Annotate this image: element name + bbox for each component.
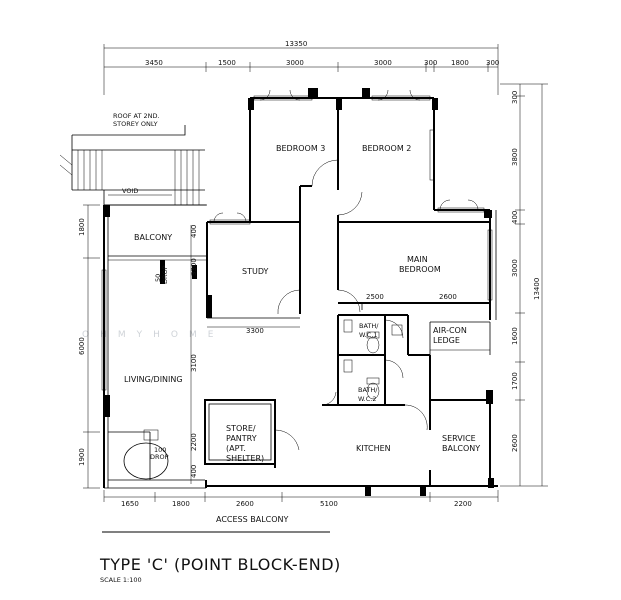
dim-top-5: 300 (424, 59, 437, 67)
roof-label-1: ROOF AT 2ND. (113, 112, 160, 120)
room-store-line1: STORE/ (226, 424, 256, 433)
dim-top-7: 300 (486, 59, 499, 67)
room-bath2-line2: W.C.2 (358, 395, 377, 403)
inner-dimensions: 400 3300 3100 2200 400 3300 2500 2600 50… (150, 225, 457, 484)
dim-right-3: 400 (511, 211, 519, 224)
room-service-line2: BALCONY (442, 444, 480, 453)
drop-label-d: DROP (150, 453, 169, 461)
windows (101, 95, 493, 391)
dim-left-1: 1800 (78, 218, 86, 236)
dim-main-bed-b: 2600 (439, 293, 457, 301)
room-store-line4: SHELTER) (226, 454, 264, 463)
roof-label-2: STOREY ONLY (113, 120, 158, 128)
dim-study-height: 3300 (190, 258, 198, 276)
dim-top-2: 1500 (218, 59, 236, 67)
drop-label-c: 100 (154, 446, 166, 454)
void-label: VOID (122, 187, 138, 195)
dim-bottom-left: 400 (190, 465, 198, 478)
room-service-line1: SERVICE (442, 434, 476, 443)
dim-right-7: 2600 (511, 434, 519, 452)
dim-overall-width: 13350 (285, 40, 307, 48)
room-kitchen: KITCHEN (356, 444, 391, 453)
left-dimensions: 1800 6000 1900 (78, 204, 100, 489)
dim-top-3: 3000 (286, 59, 304, 67)
dim-top-1: 3450 (145, 59, 163, 67)
dim-top-4: 3000 (374, 59, 392, 67)
room-balcony: BALCONY (134, 233, 172, 242)
roof-void-area: ROOF AT 2ND. STOREY ONLY VOID (59, 112, 206, 206)
doors (213, 89, 479, 451)
dim-overall-depth: 13400 (533, 278, 541, 300)
dim-living-height: 3100 (190, 354, 198, 372)
room-bath1-line1: BATH/ (359, 322, 379, 330)
dim-right-5: 1600 (511, 327, 519, 345)
plan-scale: SCALE 1:100 (100, 576, 142, 584)
walls (103, 88, 498, 496)
dim-top-6: 1800 (451, 59, 469, 67)
right-dimensions: 300 3800 400 3000 1600 1700 2600 13400 (500, 83, 548, 487)
top-dimensions: 13350 3450 1500 3000 3000 300 1800 300 (103, 40, 499, 95)
dim-left-2: 6000 (78, 337, 86, 355)
dim-bottom-2: 1800 (172, 500, 190, 508)
dim-right-6: 1700 (511, 372, 519, 390)
room-bath2-line1: BATH/ (358, 386, 378, 394)
dim-bottom-3: 2600 (236, 500, 254, 508)
drop-label-b: DROP (161, 265, 169, 284)
dim-left-3: 1900 (78, 448, 86, 466)
room-aircon-line2: LEDGE (433, 336, 460, 345)
room-store-line2: PANTRY (226, 434, 257, 443)
dim-right-2: 3800 (511, 148, 519, 166)
drop-label-a: 50 (154, 274, 162, 282)
room-store-line3: (APT. (226, 444, 246, 453)
dim-bottom-4: 5100 (320, 500, 338, 508)
room-study: STUDY (242, 267, 269, 276)
plan-title: TYPE 'C' (POINT BLOCK-END) (99, 555, 341, 574)
fixtures (123, 319, 403, 480)
room-access-balcony: ACCESS BALCONY (216, 515, 289, 524)
dim-study-width: 3300 (246, 327, 264, 335)
dim-right-1: 300 (511, 91, 519, 104)
room-bedroom-3: BEDROOM 3 (276, 144, 325, 153)
dim-main-bed-a: 2500 (366, 293, 384, 301)
dim-right-4: 3000 (511, 259, 519, 277)
dim-bottom-5: 2200 (454, 500, 472, 508)
dim-bottom-1: 1650 (121, 500, 139, 508)
dim-study-left: 400 (190, 225, 198, 238)
room-main-bedroom-line2: BEDROOM (399, 265, 441, 274)
room-bedroom-2: BEDROOM 2 (362, 144, 411, 153)
bottom-dimensions: 1650 1800 2600 5100 2200 (103, 490, 499, 508)
room-bath1-line2: W.C.1 (359, 331, 378, 339)
room-labels: BEDROOM 3 BEDROOM 2 BALCONY STUDY MAIN B… (124, 144, 480, 524)
room-living-dining: LIVING/DINING (124, 375, 183, 384)
room-aircon-line1: AIR-CON (433, 326, 467, 335)
dim-store-height: 2200 (190, 433, 198, 451)
watermark-text: OHMYHOME (82, 330, 224, 340)
room-main-bedroom-line1: MAIN (407, 255, 428, 264)
